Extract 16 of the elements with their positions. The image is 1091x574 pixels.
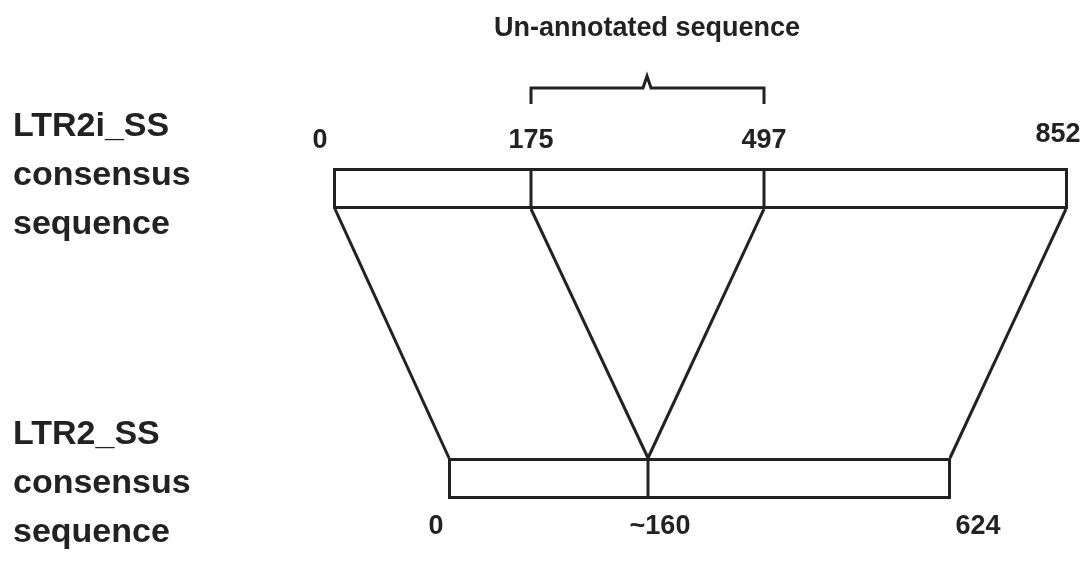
sequence-name: LTR2i_SS consensus sequence [13, 104, 192, 243]
position-number: 624 [955, 510, 1001, 541]
position-number: 175 [508, 124, 554, 155]
position-number: 852 [1035, 118, 1081, 149]
sequence-bar [448, 458, 951, 499]
mapping-line [529, 208, 650, 459]
region-label: Un-annotated sequence [494, 12, 800, 43]
mapping-line [948, 208, 1068, 459]
sequence-name: LTR2_SS consensus sequence [13, 412, 192, 551]
position-number: ~160 [629, 510, 691, 541]
mapping-line [333, 208, 451, 459]
position-number: 497 [741, 124, 787, 155]
sequence-bar [333, 168, 1068, 209]
position-number: 0 [428, 510, 444, 541]
mapping-line [646, 208, 766, 459]
position-number: 0 [312, 124, 328, 155]
